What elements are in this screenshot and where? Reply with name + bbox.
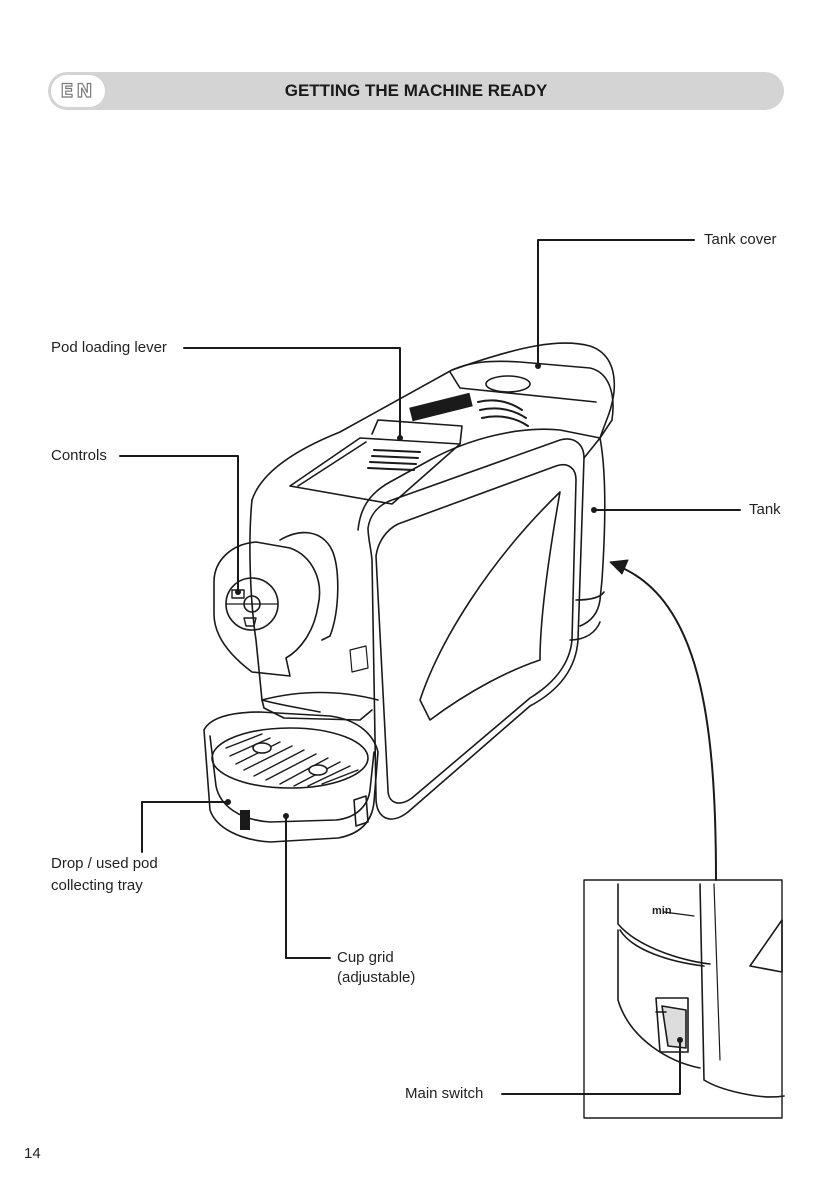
label-tank: Tank <box>749 499 781 521</box>
arrow-head-icon <box>610 560 628 574</box>
label-pod-loading-lever: Pod loading lever <box>51 337 167 359</box>
label-cup-grid-line1: Cup grid <box>337 947 394 969</box>
machine-body <box>214 343 614 819</box>
main-switch-inset <box>584 880 784 1118</box>
label-controls: Controls <box>51 445 107 467</box>
page-number: 14 <box>24 1145 41 1162</box>
label-tank-cover: Tank cover <box>704 229 777 251</box>
callout-leader-lines <box>120 240 740 1094</box>
label-drop-tray-line1: Drop / used pod <box>51 853 158 875</box>
label-cup-grid-line2: (adjustable) <box>337 967 415 989</box>
drip-tray <box>204 712 378 842</box>
label-main-switch: Main switch <box>405 1083 483 1105</box>
inset-min-mark: min <box>652 900 672 922</box>
label-drop-tray-line2: collecting tray <box>51 875 143 897</box>
